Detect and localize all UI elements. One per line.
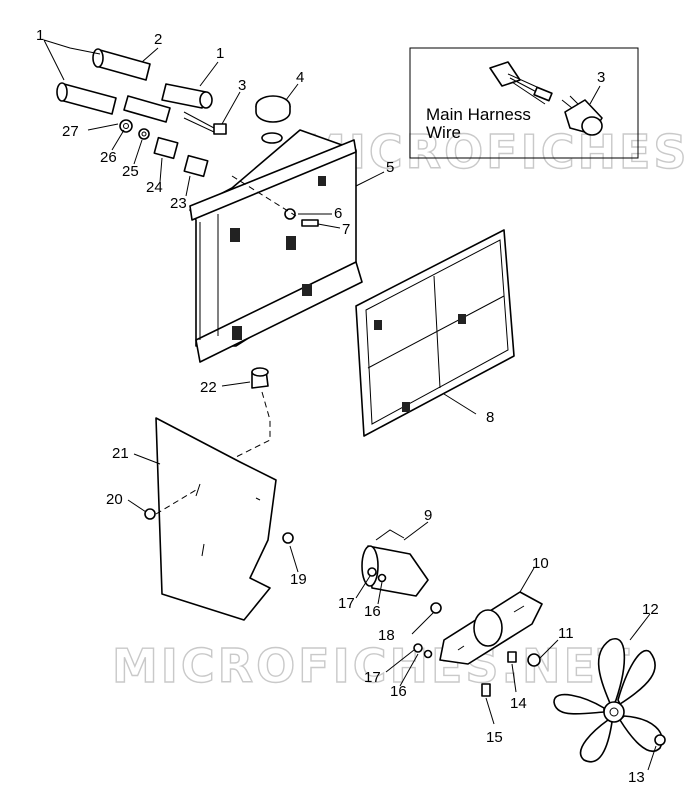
- hose-part-1-right: [161, 83, 213, 109]
- radiator-part-5: [189, 129, 363, 363]
- callout-10: 10: [532, 555, 549, 572]
- temperature-switch-part: [561, 95, 603, 136]
- callout-6: 6: [334, 205, 342, 222]
- callout-22: 22: [200, 379, 217, 396]
- nut-part-18: [430, 602, 442, 614]
- washer-part-17-lower: [413, 643, 423, 653]
- callout-13: 13: [628, 769, 645, 786]
- harness-inset: Main Harness Wire 3: [409, 47, 639, 159]
- callout-21: 21: [112, 445, 129, 462]
- nut-part-6: [284, 208, 296, 220]
- callout-2: 2: [154, 31, 162, 48]
- bolt-part-15: [481, 683, 491, 697]
- rubber-mount-part-22: [251, 367, 269, 389]
- lockwasher-part-16-upper: [377, 573, 387, 583]
- fan-motor-part-9: [361, 529, 429, 597]
- callout-7: 7: [342, 221, 350, 238]
- hose-part-lower-mid: [123, 95, 171, 123]
- callout-17-lower: 17: [364, 669, 381, 686]
- washer-part-25: [138, 128, 150, 140]
- hose-part-27-lower: [56, 82, 117, 115]
- bracket-part-10: [439, 591, 543, 665]
- callout-19: 19: [290, 571, 307, 588]
- fitting-part-23: [183, 154, 209, 178]
- callout-27: 27: [62, 123, 79, 140]
- screen-part-8: [355, 229, 515, 437]
- radiator-cap-part-4: [255, 95, 291, 123]
- watermark-top: MICROFICHES.NET: [300, 125, 693, 179]
- callout-20: 20: [106, 491, 123, 508]
- callout-8: 8: [486, 409, 494, 426]
- callout-18: 18: [378, 627, 395, 644]
- nut-part-13: [654, 734, 666, 746]
- callout-1-right: 1: [216, 45, 224, 62]
- shroud-part-21: [155, 417, 277, 621]
- inset-frame: [409, 47, 639, 159]
- nut-part-11: [527, 653, 541, 667]
- callout-5: 5: [386, 159, 394, 176]
- inset-label-line2: Wire: [426, 123, 461, 142]
- nut-part-20: [144, 508, 156, 520]
- callout-17-upper: 17: [338, 595, 355, 612]
- callout-4: 4: [296, 69, 304, 86]
- sensor-part-3: [183, 111, 227, 135]
- fitting-part-24: [153, 136, 179, 160]
- filler-neck: [261, 132, 283, 144]
- callout-16-upper: 16: [364, 603, 381, 620]
- bolt-part-14: [507, 651, 517, 663]
- callout-16-lower: 16: [390, 683, 407, 700]
- callout-15: 15: [486, 729, 503, 746]
- callout-26: 26: [100, 149, 117, 166]
- fan-blade-part-12: [553, 637, 663, 763]
- harness-wire-illustration: [489, 61, 553, 105]
- callout-24: 24: [146, 179, 163, 196]
- callout-23: 23: [170, 195, 187, 212]
- callout-3: 3: [238, 77, 246, 94]
- fitting-part-26: [119, 119, 133, 133]
- hose-part-1-upper: [92, 48, 151, 81]
- lockwasher-part-16-lower: [423, 649, 433, 659]
- callout-11: 11: [558, 625, 574, 642]
- callout-14: 14: [510, 695, 527, 712]
- callout-1-left: 1: [36, 27, 44, 44]
- callout-3-inset: 3: [597, 69, 605, 86]
- washer-part-17-upper: [367, 567, 377, 577]
- inset-label-line1: Main Harness: [426, 105, 531, 124]
- callout-9: 9: [424, 507, 432, 524]
- watermark-bottom: MICROFICHES.NET: [112, 639, 632, 693]
- callout-12: 12: [642, 601, 659, 618]
- grommet-part-19: [282, 532, 294, 544]
- callout-25: 25: [122, 163, 139, 180]
- bolt-part-7: [301, 219, 319, 227]
